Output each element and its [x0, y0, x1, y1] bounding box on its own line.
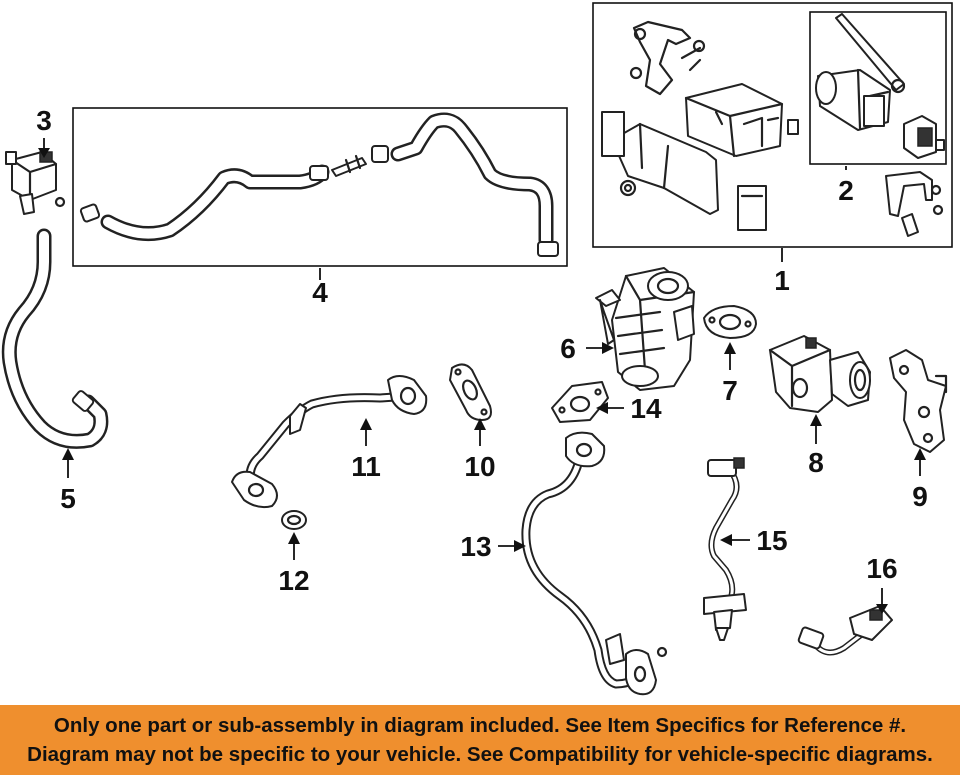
callout-4: 4 [312, 277, 328, 308]
callout-15: 15 [756, 525, 787, 556]
leader-lines [38, 138, 926, 614]
solenoid-valve [5, 151, 66, 215]
callout-11: 11 [351, 451, 381, 482]
disclaimer-line-2: Diagram may not be specific to your vehi… [27, 743, 933, 766]
pump-assembly [815, 13, 945, 237]
vacuum-hose [1, 228, 109, 449]
charcoal-canister-assembly [601, 20, 799, 231]
callout-5: 5 [60, 483, 76, 514]
disclaimer-line-1: Only one part or sub-assembly in diagram… [53, 714, 907, 737]
callout-2: 2 [838, 175, 854, 206]
egr-valve [768, 335, 871, 413]
callout-16: 16 [866, 553, 897, 584]
egr-pipe-11 [231, 375, 428, 509]
callout-7: 7 [722, 375, 738, 406]
callout-10: 10 [464, 451, 495, 482]
gasket-10 [449, 363, 492, 421]
bracket-9 [889, 349, 948, 453]
sensor-16 [797, 605, 893, 656]
assembly-1-frame [592, 2, 953, 248]
assembly-2-frame [809, 11, 947, 165]
clamp-12 [281, 510, 307, 530]
gasket-14 [551, 381, 609, 423]
disclaimer-banner: Only one part or sub-assembly in diagram… [0, 705, 960, 775]
callout-14: 14 [630, 393, 662, 424]
assembly-4-frame [72, 107, 568, 267]
gasket-7 [703, 305, 757, 339]
oxygen-sensor [703, 457, 747, 641]
callout-13: 13 [460, 531, 491, 562]
hose-assembly [79, 112, 559, 257]
callout-6: 6 [560, 333, 576, 364]
callout-3: 3 [36, 105, 52, 136]
callout-1: 1 [774, 265, 790, 296]
callout-8: 8 [808, 447, 824, 478]
parts-diagram: 1 2 3 4 5 6 7 8 9 10 11 12 13 14 15 16 [1, 2, 953, 696]
egr-pipe-13 [521, 431, 668, 696]
callout-9: 9 [912, 481, 928, 512]
callout-12: 12 [278, 565, 309, 596]
egr-cooler [595, 267, 696, 391]
